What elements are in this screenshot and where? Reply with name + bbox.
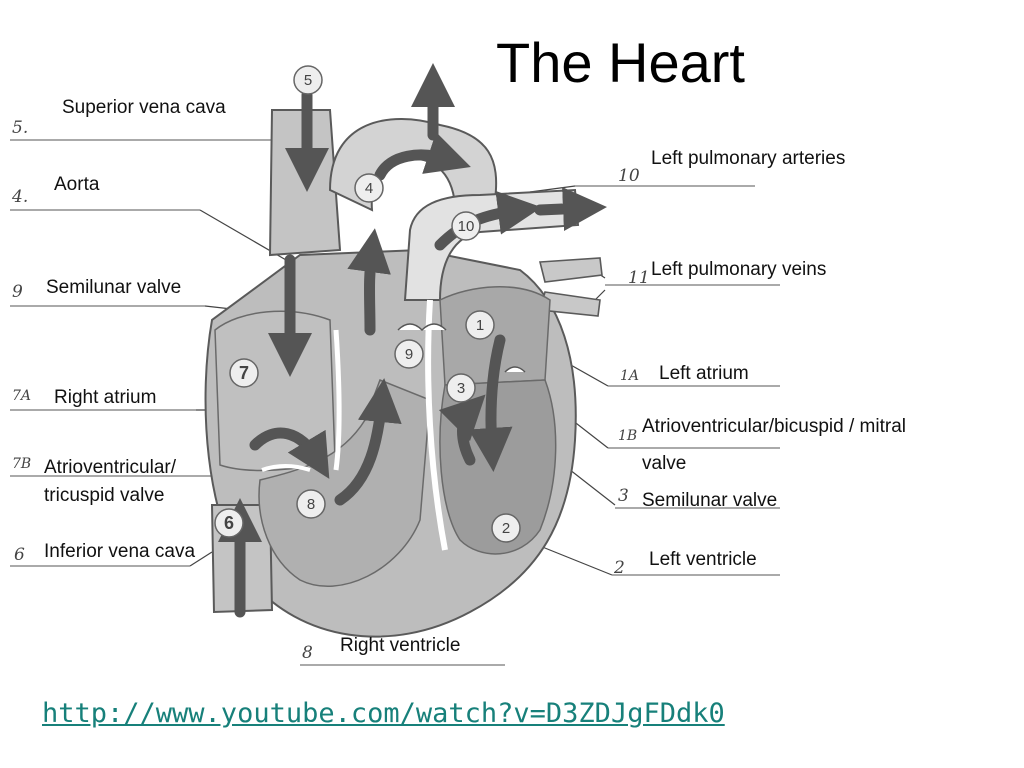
- circle-number-6: 6: [224, 513, 234, 533]
- handwritten-2: 2: [614, 558, 625, 578]
- label-av-mitral-1: Atrioventricular/bicuspid / mitral: [642, 416, 906, 437]
- answer-lines: [10, 139, 780, 666]
- label-right-atrium: Right atrium: [54, 387, 157, 408]
- handwritten-4: 4.: [12, 187, 29, 207]
- circle-number-10: 10: [458, 218, 475, 235]
- label-semilunar-valve-right: Semilunar valve: [642, 490, 778, 511]
- blood-flow-arrows: [218, 63, 607, 618]
- handwritten-5: 5.: [12, 118, 29, 138]
- circle-number-1: 1: [476, 317, 484, 334]
- label-aorta: Aorta: [54, 174, 100, 195]
- handwritten-6: 6: [14, 545, 25, 565]
- label-left-pulmonary-arteries: Left pulmonary arteries: [651, 148, 846, 169]
- label-av-tricuspid-1: Atrioventricular/: [44, 457, 176, 478]
- circle-number-9: 9: [405, 346, 413, 363]
- handwritten-1b: 1B: [618, 428, 638, 444]
- circle-number-8: 8: [307, 496, 315, 513]
- label-av-tricuspid-2: tricuspid valve: [44, 485, 165, 506]
- handwritten-7b: 7B: [12, 456, 32, 472]
- label-left-pulmonary-veins: Left pulmonary veins: [651, 259, 827, 280]
- handwritten-7a: 7A: [12, 388, 32, 404]
- circle-number-4: 4: [365, 180, 373, 197]
- label-superior-vena-cava: Superior vena cava: [62, 97, 226, 118]
- circle-number-7: 7: [239, 363, 249, 383]
- label-left-ventricle: Left ventricle: [649, 549, 757, 570]
- circle-number-3: 3: [457, 380, 465, 397]
- label-semilunar-valve-left: Semilunar valve: [46, 277, 182, 298]
- handwritten-8: 8: [302, 643, 313, 663]
- handwritten-9: 9: [12, 282, 23, 302]
- label-right-ventricle: Right ventricle: [340, 635, 461, 656]
- heart-illustration: [204, 109, 603, 638]
- handwritten-11: 11: [628, 268, 650, 288]
- handwritten-1a: 1A: [620, 368, 640, 384]
- page-title: The Heart: [496, 31, 745, 94]
- handwritten-3: 3: [618, 486, 629, 506]
- youtube-link[interactable]: http://www.youtube.com/watch?v=D3ZDJgFDd…: [42, 698, 725, 729]
- circle-number-2: 2: [502, 520, 510, 537]
- circle-number-5: 5: [304, 72, 312, 89]
- handwritten-10: 10: [618, 166, 640, 186]
- label-av-mitral-2: valve: [642, 453, 687, 474]
- label-left-atrium: Left atrium: [659, 363, 749, 384]
- number-circles: [214, 65, 521, 543]
- label-inferior-vena-cava: Inferior vena cava: [44, 541, 196, 562]
